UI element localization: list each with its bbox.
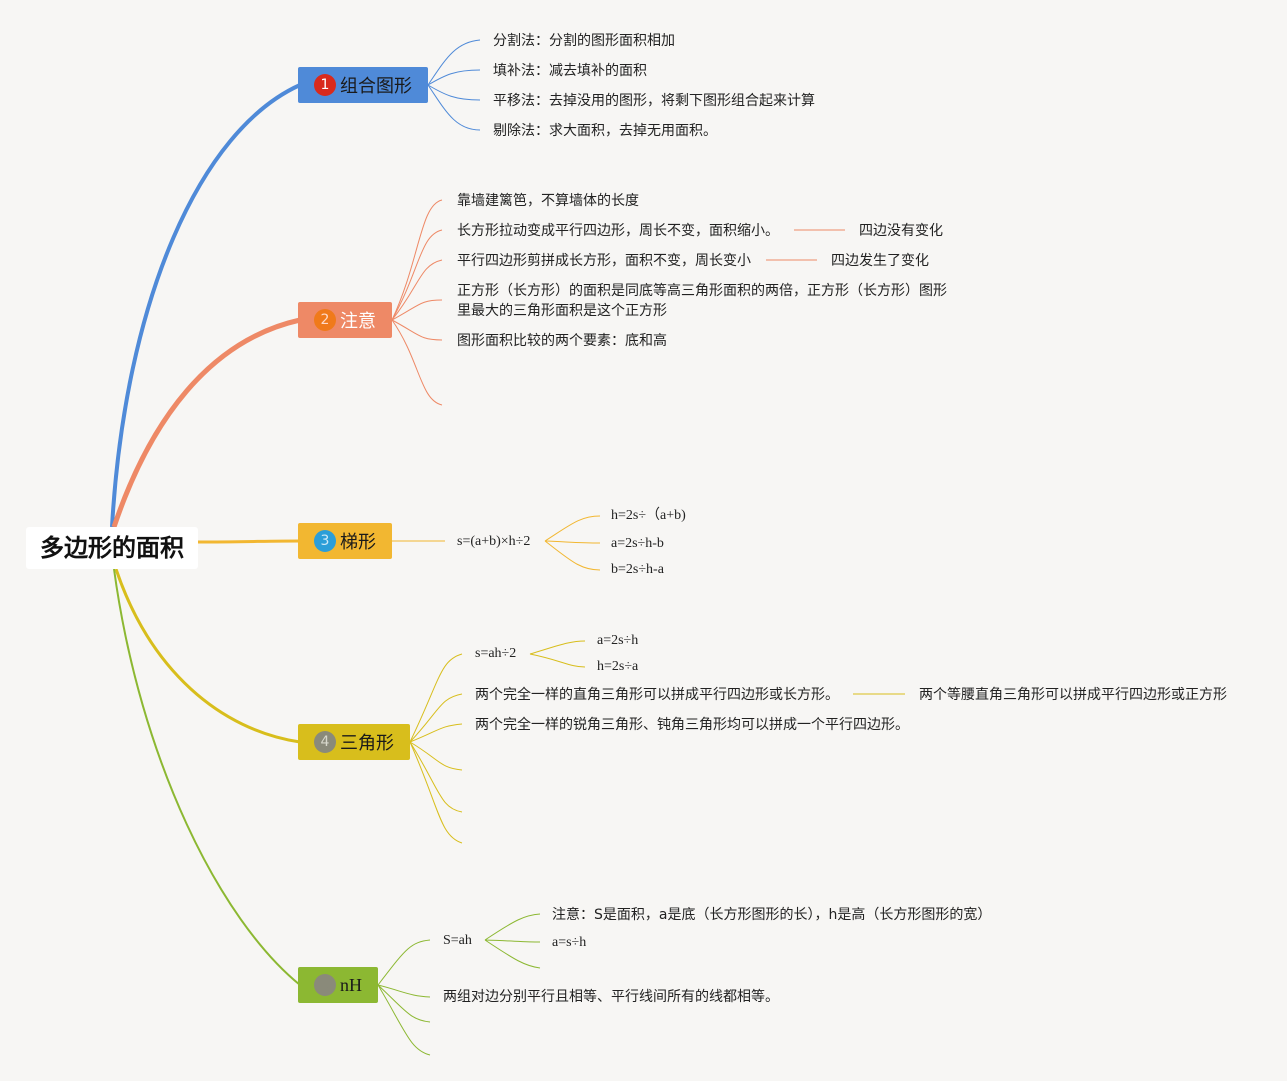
leaf-parallelogram-formula[interactable]: S=ah [443,933,472,948]
leaf-parallelogram-note[interactable]: 注意：S是面积，a是底（长方形图形的长），h是高（长方形图形的宽） [552,907,992,923]
branch-composite-shapes[interactable]: 1 组合图形 [298,67,428,103]
branch2-leaf-links [391,199,845,406]
leaf-notes-2[interactable]: 长方形拉动变成平行四边形，周长不变，面积缩小。 [457,223,779,239]
branch-notes[interactable]: 2 注意 [298,302,392,338]
link-root-branch1 [110,83,301,528]
number-badge: 4 [314,731,336,753]
leaf-notes-5[interactable]: 图形面积比较的两个要素：底和高 [457,333,667,349]
branch-label: 三角形 [340,733,394,754]
leaf-notes-4-line1[interactable]: 正方形（长方形）的面积是同底等高三角形面积的两倍，正方形（长方形）图形 [457,283,947,299]
leaf-triangle-1[interactable]: 两个完全一样的直角三角形可以拼成平行四边形或长方形。 [475,687,839,703]
leaf-parallelogram-1[interactable]: 两组对边分别平行且相等、平行线间所有的线都相等。 [443,989,779,1005]
branch-label: 梯形 [340,532,376,553]
branch-label: nH [340,974,362,995]
leaf-composite-4[interactable]: 剔除法：求大面积，去掉无用面积。 [493,123,717,139]
branch-label: 组合图形 [340,76,412,97]
leaf-notes-2-sub[interactable]: 四边没有变化 [859,223,943,239]
branch-label: 注意 [340,311,376,332]
leaf-triangle-h[interactable]: h=2s÷a [597,659,639,674]
branch5-leaf-links [377,913,541,1056]
link-root-branch3 [197,539,301,544]
branch4-leaf-links [409,640,905,844]
leaf-notes-1[interactable]: 靠墙建篱笆，不算墙体的长度 [457,193,639,209]
leaf-trapezoid-h[interactable]: h=2s÷（a+b) [611,508,686,523]
leaf-triangle-2[interactable]: 两个完全一样的锐角三角形、钝角三角形均可以拼成一个平行四边形。 [475,717,909,733]
leaf-trapezoid-formula[interactable]: s=(a+b)×h÷2 [457,534,531,549]
leaf-trapezoid-a[interactable]: a=2s÷h-b [611,536,664,551]
leaf-parallelogram-a[interactable]: a=s÷h [552,935,587,950]
leaf-triangle-1-sub[interactable]: 两个等腰直角三角形可以拼成平行四边形或正方形 [919,687,1227,703]
link-root-branch4 [114,568,301,744]
root-topic[interactable]: 多边形的面积 [26,527,198,569]
number-badge: 5 [314,974,336,996]
branch-trapezoid[interactable]: 3 梯形 [298,523,392,559]
leaf-triangle-a[interactable]: a=2s÷h [597,633,639,648]
leaf-composite-1[interactable]: 分割法：分割的图形面积相加 [493,33,675,49]
leaf-triangle-formula[interactable]: s=ah÷2 [475,646,517,661]
branch3-leaf-links [392,515,601,571]
leaf-notes-4-line2[interactable]: 里最大的三角形面积是这个正方形 [457,303,667,319]
leaf-composite-2[interactable]: 填补法：减去填补的面积 [493,63,647,79]
leaf-composite-3[interactable]: 平移法：去掉没用的图形，将剩下图形组合起来计算 [493,93,815,109]
number-badge: 2 [314,309,336,331]
leaf-trapezoid-b[interactable]: b=2s÷h-a [611,562,664,577]
branch1-leaf-links [427,39,481,131]
number-badge: 1 [314,74,336,96]
link-root-branch2 [111,317,301,528]
branch-triangle[interactable]: 4 三角形 [298,724,410,760]
leaf-notes-3[interactable]: 平行四边形剪拼成长方形，面积不变，周长变小 [457,253,751,269]
number-badge: 3 [314,530,336,552]
link-root-branch5 [113,568,301,986]
branch-parallelogram[interactable]: 5 nH [298,967,378,1003]
leaf-notes-3-sub[interactable]: 四边发生了变化 [831,253,929,269]
